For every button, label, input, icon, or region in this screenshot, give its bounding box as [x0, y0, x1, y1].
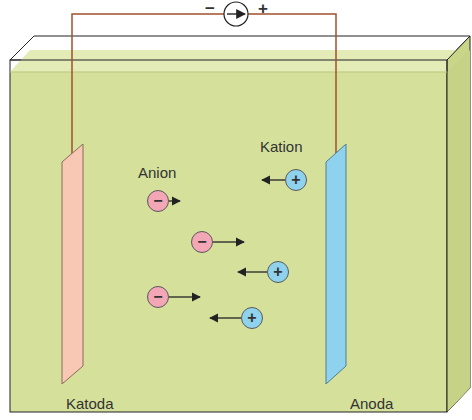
ion-label: Anion — [138, 165, 176, 182]
liquid-surface — [10, 50, 470, 72]
motion-arrow — [262, 179, 285, 180]
ion-circle: − — [147, 286, 169, 308]
source-arrow — [227, 13, 245, 14]
ion-charge: + — [291, 172, 300, 188]
source-symbol — [224, 2, 248, 26]
anode-plate — [326, 144, 346, 384]
motion-arrow — [213, 241, 244, 242]
ion-charge: − — [153, 193, 162, 209]
ion-circle: + — [267, 261, 289, 283]
liquid-front — [10, 72, 447, 412]
tank-side — [447, 36, 470, 412]
ion-charge: + — [273, 264, 282, 280]
electrode-label: Katoda — [66, 396, 114, 413]
electrode-label: Anoda — [350, 396, 393, 413]
ion-circle: − — [147, 190, 169, 212]
motion-arrow — [169, 200, 180, 201]
ion-label: Kation — [260, 139, 303, 156]
motion-arrow — [210, 317, 241, 318]
liquid-side — [447, 50, 470, 412]
ion-circle: + — [285, 169, 307, 191]
ion-circle: + — [241, 307, 263, 329]
ion-charge: + — [247, 310, 256, 326]
liquid-line — [10, 72, 447, 73]
motion-arrow — [238, 271, 267, 272]
ion-charge: − — [153, 289, 162, 305]
wire — [72, 14, 224, 154]
wire — [248, 14, 336, 154]
polarity-sign: − — [205, 0, 215, 19]
ion-charge: − — [197, 234, 206, 250]
ion-circle: − — [191, 231, 213, 253]
motion-arrow — [169, 296, 200, 297]
tank-front — [10, 60, 447, 412]
polarity-sign: + — [258, 0, 268, 19]
cathode-plate — [62, 144, 83, 384]
